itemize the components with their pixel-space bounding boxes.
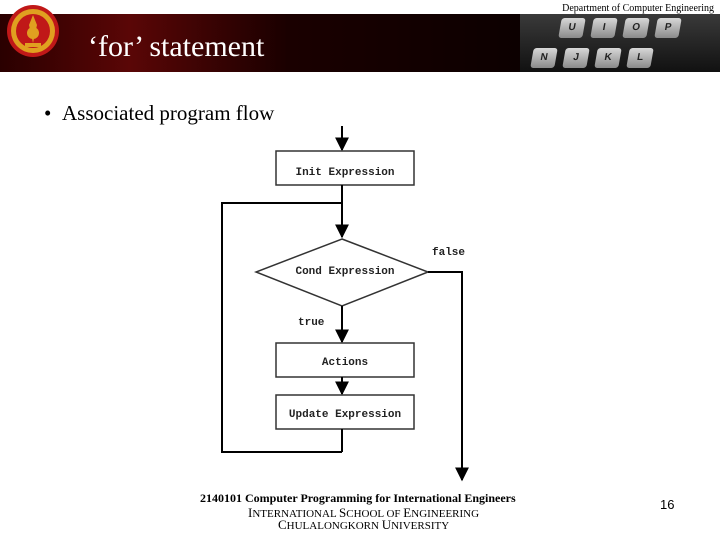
- keyboard-key: L: [626, 48, 654, 68]
- bullet-symbol: •: [44, 101, 52, 125]
- keyboard-key: P: [654, 18, 682, 38]
- true-label: true: [298, 317, 325, 329]
- actions-label: Actions: [322, 357, 368, 369]
- keyboard-key: I: [590, 18, 618, 38]
- bullet-item: • Associated program flow: [44, 101, 274, 126]
- keyboard-key: O: [622, 18, 650, 38]
- footer-university: CHULALONGKORN UNIVERSITY: [278, 517, 450, 532]
- actions-box: [275, 342, 415, 378]
- page-number: 16: [660, 497, 675, 512]
- keyboard-image: U I O P N J K L: [520, 14, 720, 72]
- keyboard-key: K: [594, 48, 622, 68]
- false-label: false: [432, 247, 465, 259]
- init-expression-box: [275, 150, 415, 186]
- keyboard-key: U: [558, 18, 586, 38]
- for-loop-flowchart: Init Expression Cond Expression false tr…: [221, 126, 469, 482]
- department-name: Department of Computer Engineering: [562, 3, 714, 14]
- init-expression-label: Init Expression: [295, 167, 394, 179]
- bullet-text: Associated program flow: [62, 101, 275, 125]
- loop-back-line: [221, 202, 342, 453]
- cond-expression-label: Cond Expression: [295, 266, 394, 278]
- footer-course-title: 2140101 Computer Programming for Interna…: [200, 491, 516, 505]
- slide-title: ‘for’ statement: [88, 30, 265, 63]
- footer-school: INTERNATIONAL SCHOOL OF ENGINEERING: [248, 505, 480, 520]
- university-logo-icon: [7, 5, 59, 57]
- false-branch-arrow: [428, 271, 469, 482]
- keyboard-key: N: [530, 48, 558, 68]
- update-expression-label: Update Expression: [289, 409, 401, 421]
- update-expression-box: [275, 394, 415, 430]
- keyboard-key: J: [562, 48, 590, 68]
- slide-header: U I O P N J K L Department of Computer E…: [0, 0, 720, 72]
